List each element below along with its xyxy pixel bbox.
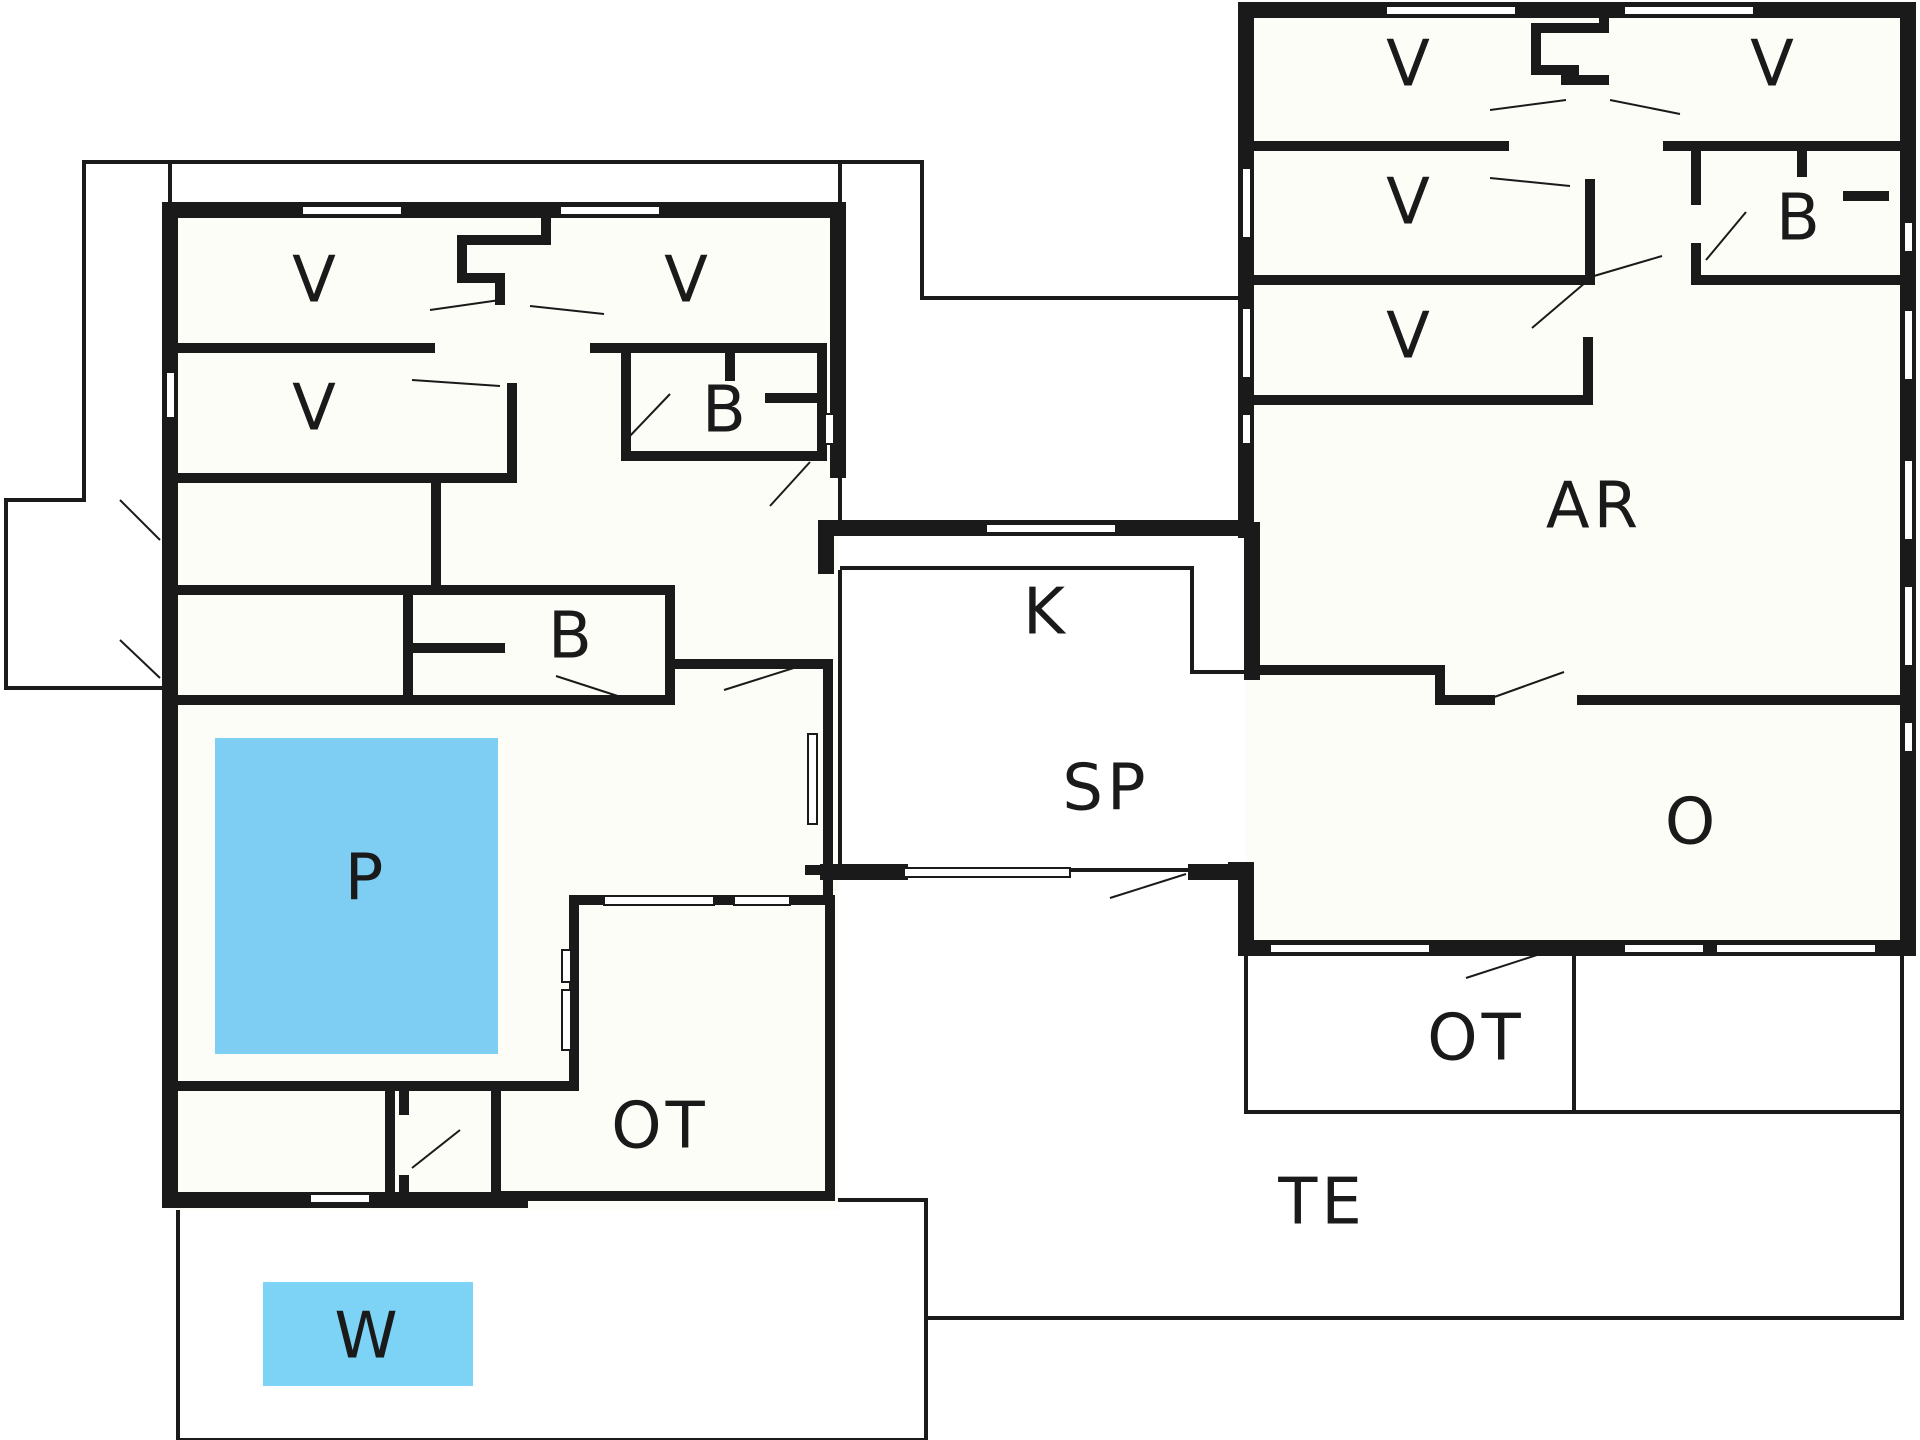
room-label-pool: P	[345, 842, 388, 916]
outdoor-room-dividers	[838, 570, 1902, 1114]
room-label-ot: OT	[1427, 1002, 1524, 1076]
room-label-sp: SP	[1062, 752, 1149, 826]
window	[1903, 221, 1914, 253]
window	[561, 989, 572, 1051]
window	[1903, 585, 1914, 667]
window	[733, 895, 791, 906]
entry-porch	[4, 160, 172, 690]
room-label-bedroom: V	[1386, 300, 1434, 374]
window	[903, 867, 1071, 878]
window	[309, 1193, 371, 1204]
windows	[165, 5, 1914, 1204]
window	[561, 949, 572, 983]
room-labels: V V V B B V V V B V AR K SP O P OT OT TE…	[292, 28, 1824, 1374]
doors	[119, 99, 1747, 1169]
window	[559, 205, 661, 216]
fixtures	[215, 738, 498, 1386]
room-label-bedroom: V	[1750, 28, 1798, 102]
window	[1903, 309, 1914, 381]
left-wing	[162, 202, 1248, 1210]
window	[1241, 413, 1252, 445]
window	[603, 895, 715, 906]
window	[1241, 167, 1252, 239]
room-label-bedroom: V	[664, 244, 712, 318]
room-label-terrace: TE	[1277, 1166, 1366, 1240]
window	[1715, 943, 1877, 954]
window	[1903, 721, 1914, 753]
room-label-bedroom: V	[292, 372, 340, 446]
right-wing	[820, 2, 1916, 956]
window	[1241, 307, 1252, 379]
room-label-bedroom: V	[1386, 28, 1434, 102]
window	[985, 523, 1117, 534]
window	[1385, 5, 1517, 16]
hot-tub	[263, 1282, 473, 1386]
window	[165, 371, 176, 419]
room-label-o: O	[1665, 786, 1719, 860]
room-label-bathroom: B	[702, 374, 750, 448]
room-label-bedroom: V	[292, 244, 340, 318]
window	[807, 733, 818, 825]
room-label-hot-tub: W	[334, 1300, 401, 1374]
room-label-kitchen: K	[1023, 576, 1069, 650]
window	[1623, 5, 1755, 16]
window	[1269, 943, 1431, 954]
pool	[215, 738, 498, 1054]
room-label-bathroom: B	[1776, 182, 1824, 256]
window	[301, 205, 403, 216]
window	[1623, 943, 1705, 954]
room-label-ar: AR	[1546, 470, 1642, 544]
room-label-bedroom: V	[1386, 166, 1434, 240]
room-label-bathroom: B	[548, 600, 596, 674]
window	[1903, 459, 1914, 541]
room-label-ot: OT	[611, 1090, 708, 1164]
window	[824, 413, 835, 445]
